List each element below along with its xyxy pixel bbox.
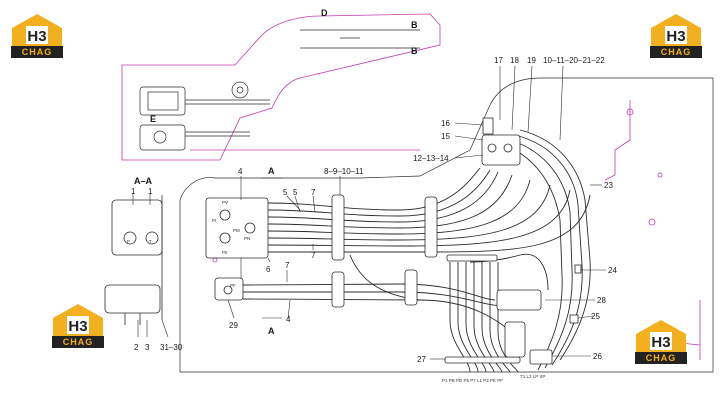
port-t: T [149,239,152,244]
port-pf: PF [230,283,236,288]
chag-logo-top-right: H3 CHAG [647,12,705,60]
svg-text:H3: H3 [666,28,685,45]
port-pv: PV [222,200,228,205]
valve-block-top-right [481,117,582,358]
svg-text:H3: H3 [68,318,87,335]
view-label-b-top: B [411,20,418,30]
callout-8-11: 8–9–10–11 [324,167,364,176]
callout-4a: 4 [238,167,243,176]
callout-7c: 7 [285,261,290,270]
logo-text: CHAG [11,46,63,58]
callout-28: 28 [597,296,606,305]
callout-24: 24 [608,266,617,275]
callout-18: 18 [510,56,519,65]
callout-10-22: 10–11–20–21–22 [543,56,605,65]
chag-logo-top-left: H3 CHAG [8,12,66,60]
callout-5b: 5 [293,188,298,197]
chag-logo-bottom-right: H3 CHAG [632,318,690,366]
port-p: P [127,239,130,244]
callout-1b: 1 [148,187,153,196]
callout-6: 6 [266,265,271,274]
port-pm: PM [233,228,240,233]
chassis-outline [179,77,714,373]
view-label-e: E [150,114,156,124]
house-logo-icon: H3 [636,320,686,352]
callout-3: 3 [145,343,150,352]
callout-23: 23 [604,181,613,190]
callout-25: 25 [591,312,600,321]
callout-7a: 7 [311,188,316,197]
callout-27: 27 [417,355,426,364]
section-mark-a-top: A [268,166,275,176]
svg-text:H3: H3 [651,334,670,351]
logo-text: CHAG [52,336,104,348]
port-pi: PI [212,218,216,223]
section-aa-valve [104,195,163,325]
bottom-port-row-2: T1 L2 LP XP [520,374,545,379]
callout-26: 26 [593,352,602,361]
house-logo-icon: H3 [53,304,103,336]
cab-outline [121,13,701,360]
bottom-port-row: P1 PB PD P5 P7 L1 P2 PK PF [442,378,503,383]
callout-5a: 5 [283,188,288,197]
port-pii: PII [222,250,228,255]
callout-12-14: 12–13–14 [413,154,449,163]
hose-bundle [242,129,591,373]
callout-16: 16 [441,119,450,128]
logo-text: CHAG [635,352,687,364]
callout-17: 17 [494,56,503,65]
callout-4b: 4 [286,315,291,324]
pilot-valve-block [205,197,269,301]
view-label-d: D [321,8,328,18]
callout-15: 15 [441,132,450,141]
callout-7b: 7 [311,251,316,260]
hose-clamps [331,194,553,365]
port-labels: P T PV PI PII PF PM PN P1 PB PD P5 P7 L1… [127,200,545,383]
section-mark-a-bottom: A [268,326,275,336]
callout-31-30: 31–30 [160,343,183,352]
leader-lines [132,65,606,360]
callout-2: 2 [134,343,139,352]
house-logo-icon: H3 [651,14,701,46]
chag-logo-bottom-left: H3 CHAG [49,302,107,350]
callout-labels: A–A 1 1 2 3 31–30 A A D B B E 4 4 5 5 6 … [131,8,617,364]
port-pn: PN [244,236,250,241]
section-label-aa: A–A [134,176,153,186]
callout-19: 19 [527,56,536,65]
callout-29: 29 [229,321,238,330]
house-logo-icon: H3 [12,14,62,46]
view-label-b-bottom: B [411,46,418,56]
logo-text: CHAG [650,46,702,58]
svg-text:H3: H3 [27,28,46,45]
view-d-components [139,29,420,151]
callout-1a: 1 [131,187,136,196]
